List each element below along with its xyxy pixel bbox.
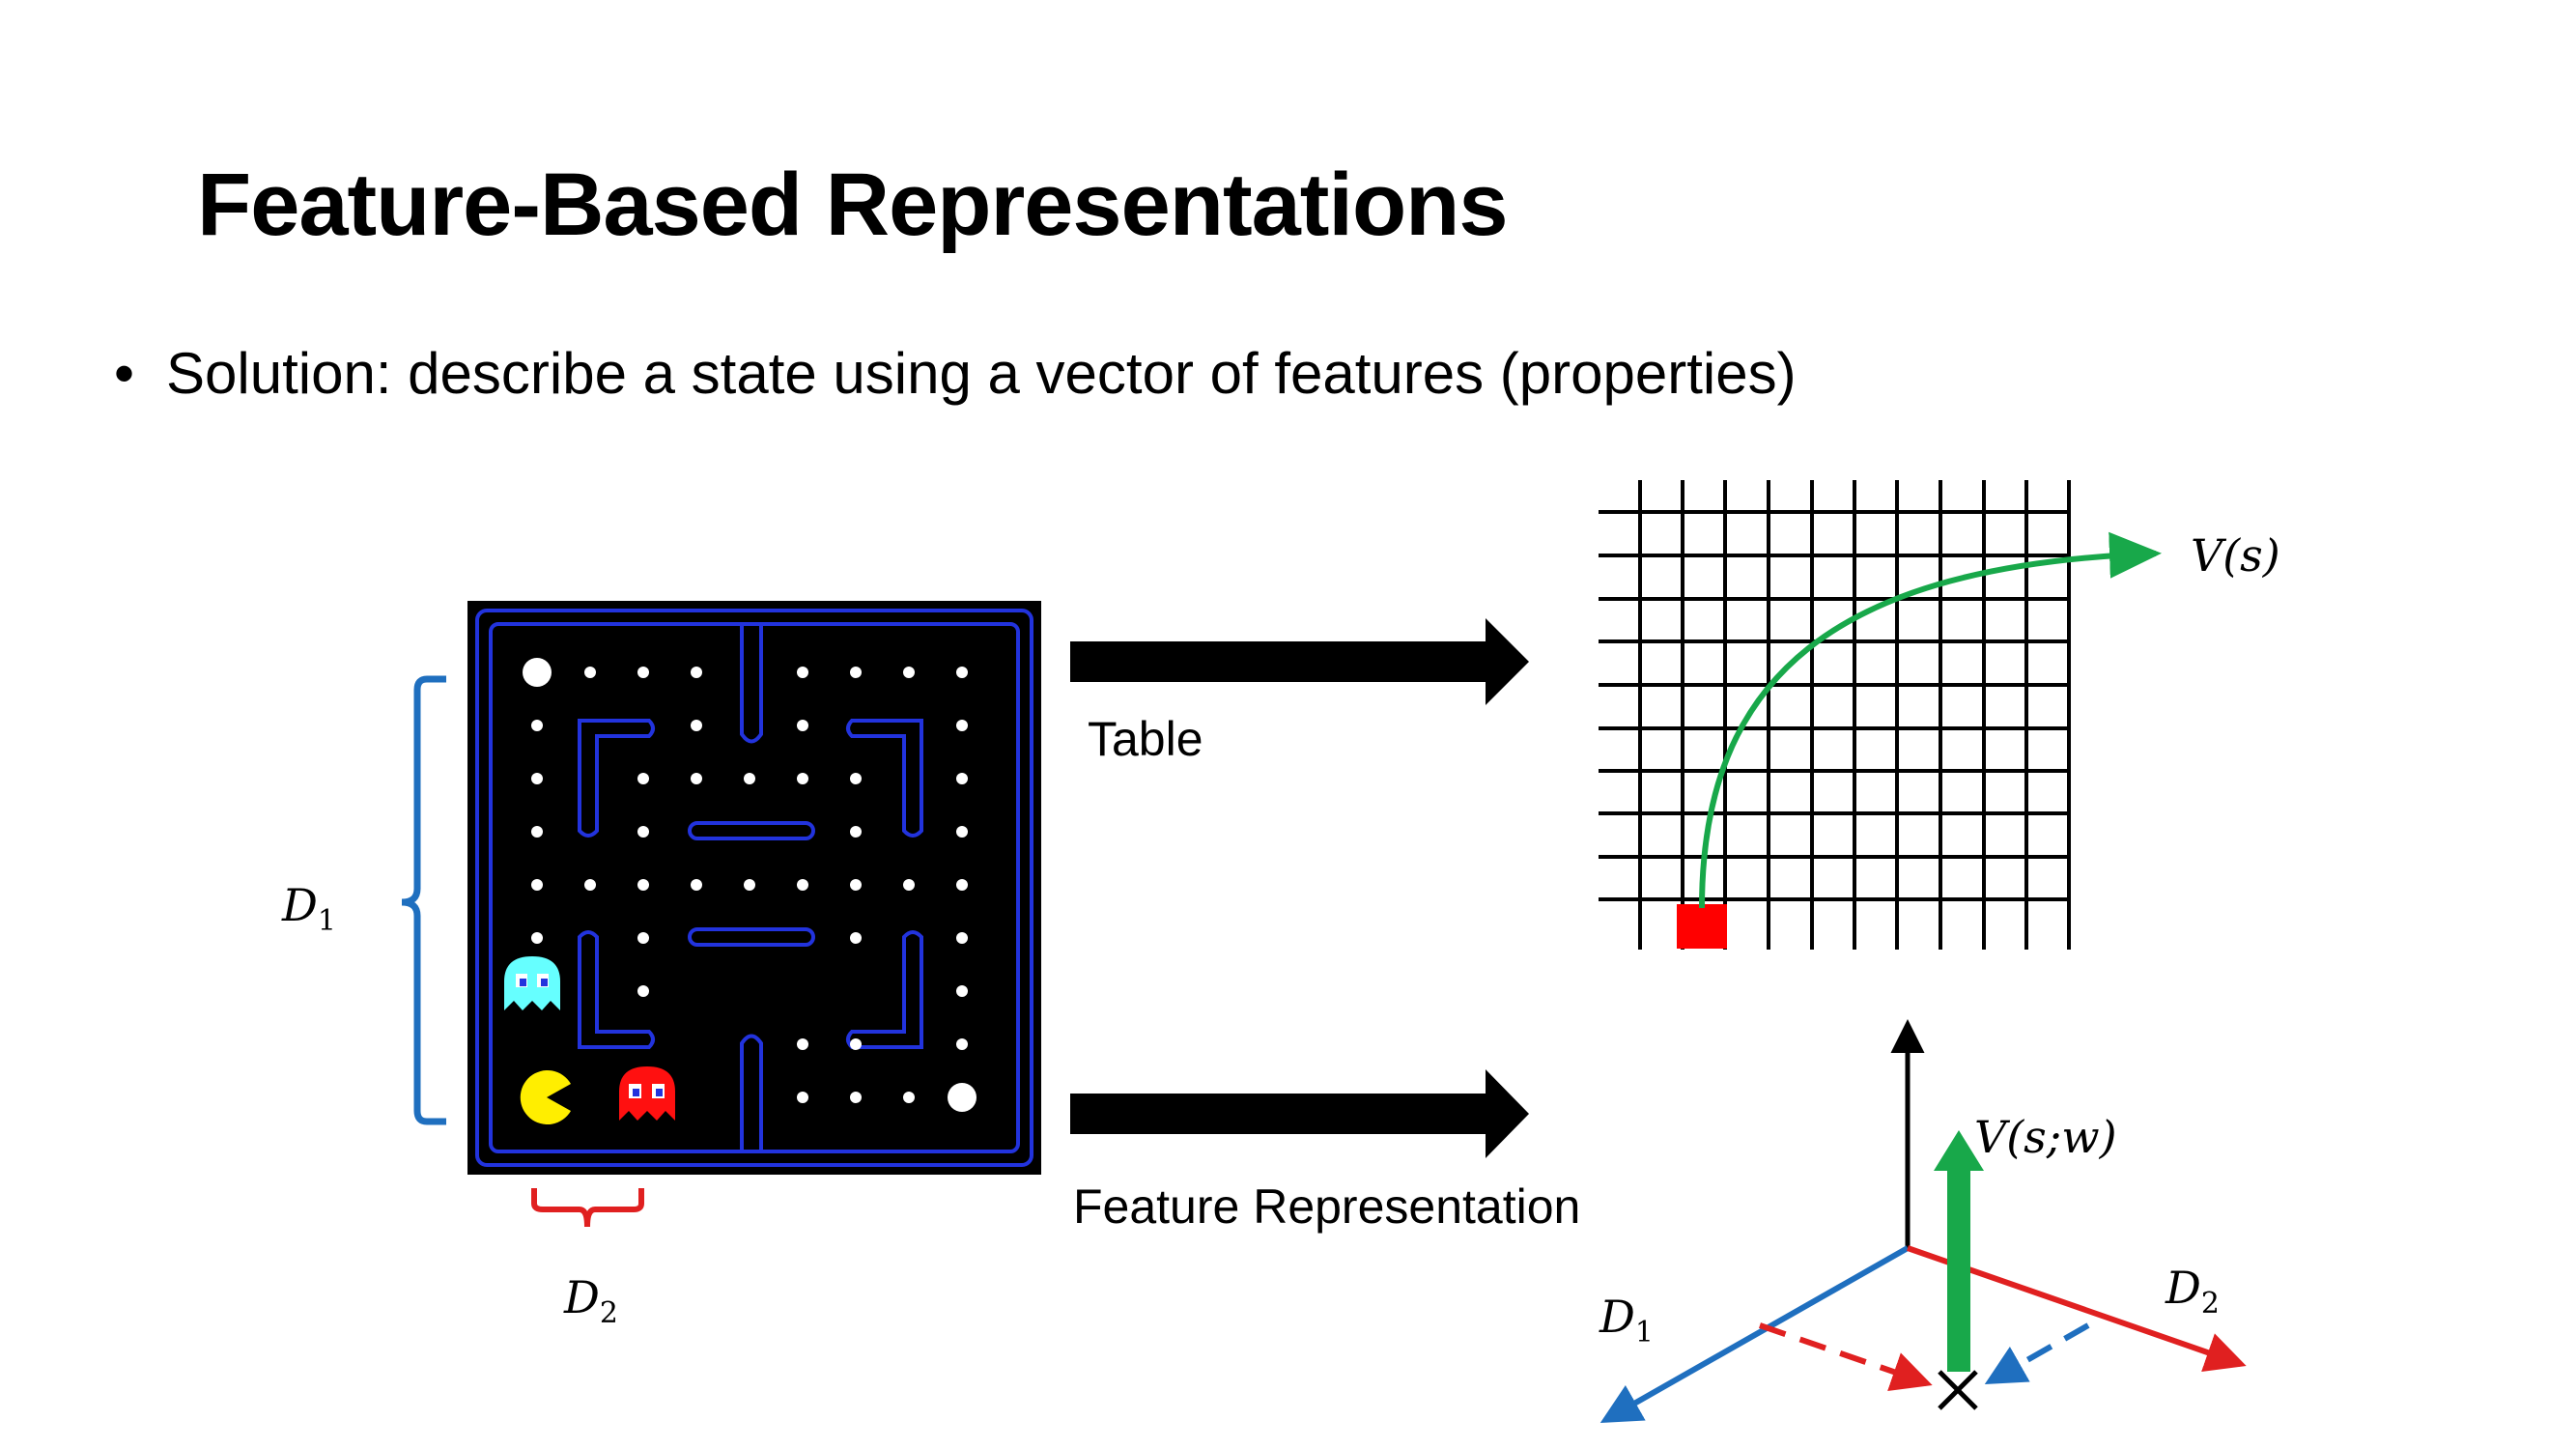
d2-brace [531,1188,644,1228]
feature-point-x-icon [1938,1370,1978,1410]
slide-title: Feature-Based Representations [197,156,1509,254]
d2-projection [1759,1322,1933,1392]
label-axis-d1: D1 [1599,1291,1654,1350]
bullet-marker: • [114,341,135,406]
caption-feature-representation: Feature Representation [1073,1179,1581,1234]
table-grid [1599,480,2071,950]
d1-projection [1984,1322,2090,1384]
value-arrow [1934,1130,1984,1372]
label-v-s: V(s) [2191,529,2280,582]
d1-brace [401,675,446,1125]
pacman-maze [467,601,1041,1175]
ghost-cyan-icon [504,956,560,1010]
label-d2-brace: D2 [564,1271,618,1331]
maze-pellets [523,658,977,1112]
label-axis-d2: D2 [2166,1262,2220,1321]
ghost-red-icon [619,1066,675,1121]
arrow-to-table [1070,618,1529,705]
arrow-to-features [1070,1069,1529,1158]
maze-walls [475,609,1033,1167]
lookup-curve-arrow [1699,531,2162,909]
bullet-solution: • Solution: describe a state using a vect… [114,340,1797,407]
label-v-s-w: V(s;w) [1974,1111,2117,1163]
pacman-icon [520,1070,571,1125]
d1-axis [1599,1245,1910,1423]
selected-state-cell [1677,904,1727,949]
label-d1-brace: D1 [282,879,336,939]
bullet-text: Solution: describe a state using a vecto… [166,341,1797,406]
caption-table: Table [1088,712,1203,766]
